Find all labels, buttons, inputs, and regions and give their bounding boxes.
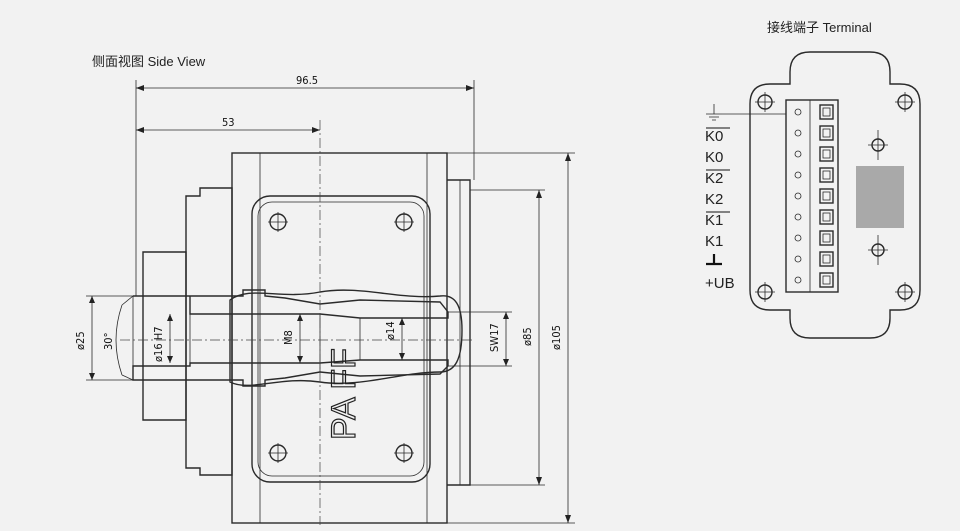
dim-bore-diameter: ø25 bbox=[74, 331, 87, 350]
terminal-clamp bbox=[819, 251, 834, 267]
common-icon bbox=[706, 254, 722, 266]
terminal-label-4: K2 bbox=[705, 191, 723, 208]
dim-inner-bore: ø14 bbox=[384, 321, 397, 340]
terminal-clamp-inner bbox=[822, 170, 831, 180]
terminal-label-6: K1 bbox=[705, 233, 723, 250]
screw-icon bbox=[895, 282, 915, 302]
terminal-clamp bbox=[819, 104, 834, 120]
terminal-clamp-inner bbox=[822, 254, 831, 264]
side-view-drawing: PA FF 96.5 53 ø105 ø85 SW17 ø14 M8 bbox=[74, 74, 575, 525]
label-plate bbox=[856, 166, 904, 228]
dim-shaft-bore: ø16 H7 bbox=[152, 326, 165, 362]
ground-icon bbox=[706, 104, 722, 121]
terminal-screw bbox=[794, 255, 802, 263]
terminal-screw bbox=[794, 213, 802, 221]
terminal-clamp-inner bbox=[822, 233, 831, 243]
terminal-label-3: K2 bbox=[705, 170, 723, 187]
screw-icon bbox=[755, 92, 775, 112]
terminal-clamp-inner bbox=[822, 128, 831, 138]
screw-icon bbox=[868, 130, 888, 160]
dim-housing-diameter: ø85 bbox=[521, 327, 534, 346]
side-view-title: 侧面视图 Side View bbox=[92, 54, 206, 69]
terminal-clamp-inner bbox=[822, 191, 831, 201]
terminal-clamp bbox=[819, 146, 834, 162]
screw-icon bbox=[868, 235, 888, 265]
terminal-label-5: K1 bbox=[705, 212, 723, 229]
dim-overall-length: 96.5 bbox=[296, 74, 318, 87]
terminal-label-2: K0 bbox=[705, 149, 723, 166]
terminal-screw bbox=[794, 108, 802, 116]
terminal-clamp-inner bbox=[822, 212, 831, 222]
screw-icon bbox=[895, 92, 915, 112]
brand-logo: PA FF bbox=[325, 348, 363, 440]
dim-wrench-size: SW17 bbox=[488, 323, 501, 352]
dim-thread: M8 bbox=[282, 330, 295, 345]
terminal-clamp-inner bbox=[822, 107, 831, 117]
terminal-clamp-inner bbox=[822, 275, 831, 285]
screw-icon bbox=[394, 443, 414, 463]
screw-icon bbox=[755, 282, 775, 302]
dim-to-centerline: 53 bbox=[222, 116, 235, 129]
terminal-screw bbox=[794, 129, 802, 137]
terminal-drawing: K0 K0 K2 K2 K1 K1 +UB bbox=[705, 51, 921, 339]
terminal-screw bbox=[794, 192, 802, 200]
dim-angle: 30° bbox=[102, 332, 115, 350]
terminal-clamp bbox=[819, 167, 834, 183]
terminal-clamp bbox=[819, 125, 834, 141]
terminal-clamp-inner bbox=[822, 149, 831, 159]
terminal-screw bbox=[794, 150, 802, 158]
terminal-clamp bbox=[819, 272, 834, 288]
terminal-screw bbox=[794, 276, 802, 284]
terminal-screw bbox=[794, 171, 802, 179]
terminal-clamp bbox=[819, 230, 834, 246]
screw-icon bbox=[268, 212, 288, 232]
terminal-clamp bbox=[819, 209, 834, 225]
terminal-screw bbox=[794, 234, 802, 242]
terminal-title: 接线端子 Terminal bbox=[767, 20, 872, 35]
screw-icon bbox=[394, 212, 414, 232]
screw-icon bbox=[268, 443, 288, 463]
dim-outer-diameter: ø105 bbox=[550, 325, 563, 350]
terminal-label-1: K0 bbox=[705, 128, 723, 145]
terminal-clamp bbox=[819, 188, 834, 204]
terminal-label-8: +UB bbox=[705, 275, 735, 292]
